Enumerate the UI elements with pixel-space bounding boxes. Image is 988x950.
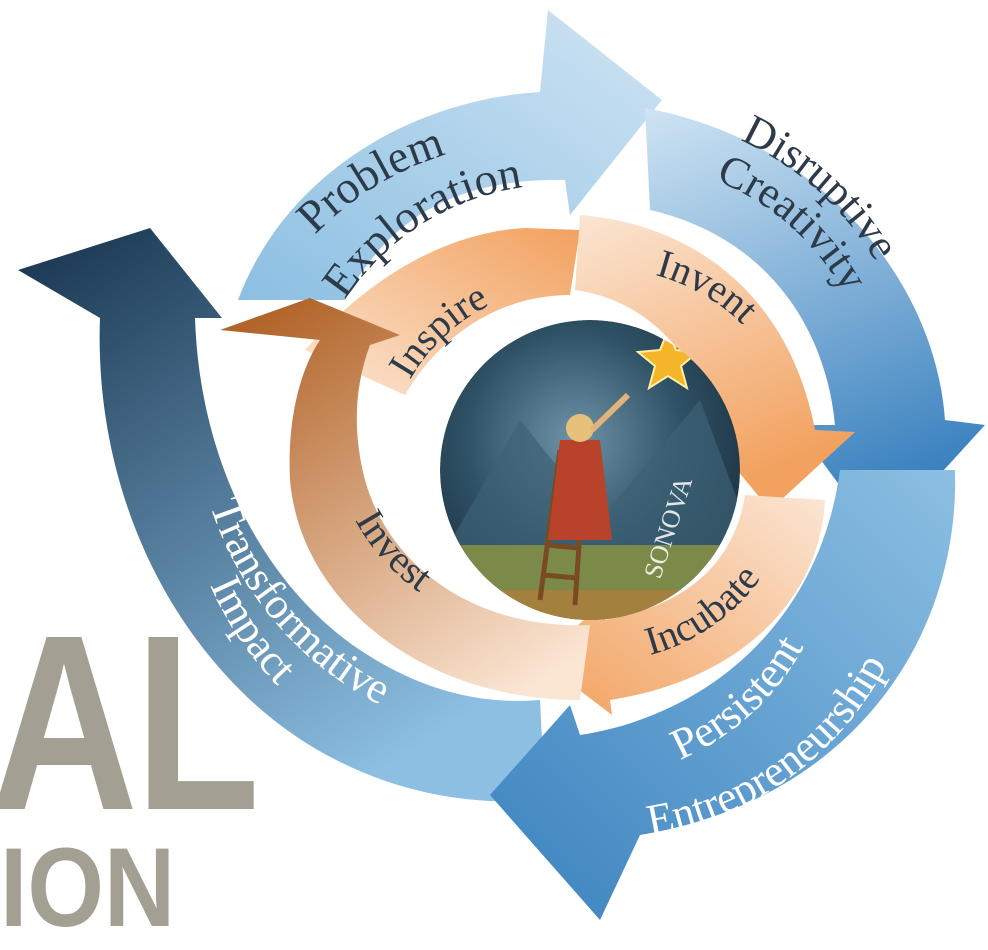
girl-figure-icon xyxy=(548,392,631,540)
arrow-invest xyxy=(220,298,590,700)
diagram-canvas: AL ION xyxy=(0,10,985,944)
arrow-invent xyxy=(575,215,855,510)
cycle-diagram: SONOVA Problem Exploration Disruptive Cr… xyxy=(18,10,985,920)
arrow-incubate xyxy=(540,495,825,715)
arrow-inspire xyxy=(305,228,580,395)
background-text-ion: ION xyxy=(0,825,176,950)
arrow-transformative-impact xyxy=(18,228,545,802)
arrow-problem-exploration xyxy=(238,10,662,300)
arrow-persistent-entrepreneurship xyxy=(490,470,956,920)
arrow-disruptive-creativity xyxy=(645,108,985,540)
